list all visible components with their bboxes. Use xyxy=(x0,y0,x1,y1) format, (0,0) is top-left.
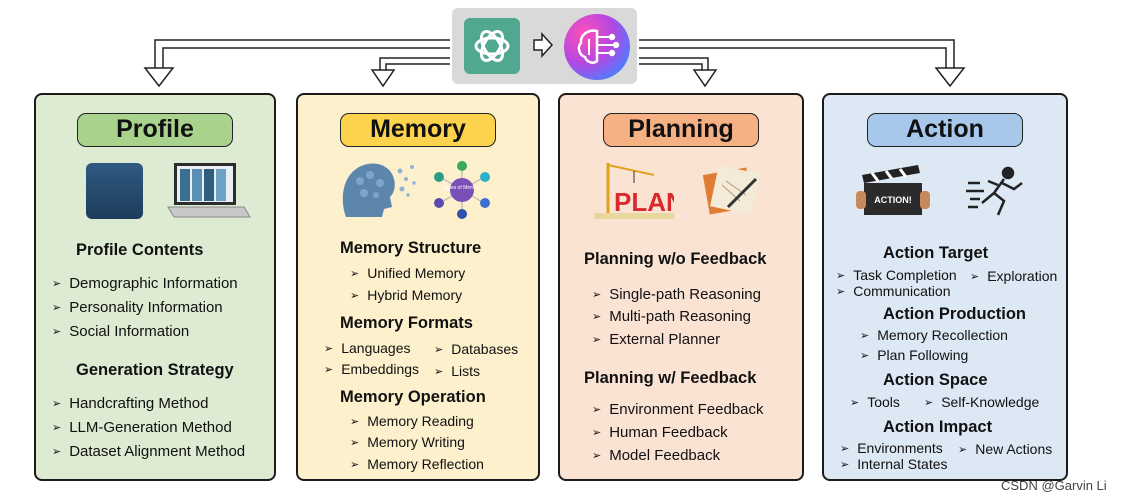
action-impact-title: Action Impact xyxy=(883,418,993,436)
list-item: ➢Human Feedback xyxy=(592,424,728,441)
list-item: ➢Internal States xyxy=(840,456,948,472)
memory-formats-title: Memory Formats xyxy=(340,314,473,332)
list-item: ➢Memory Recollection xyxy=(860,327,1008,343)
bullet-arrow-icon: ➢ xyxy=(52,422,62,434)
bullet-arrow-icon: ➢ xyxy=(592,289,602,301)
list-item: ➢Environment Feedback xyxy=(592,401,764,418)
list-item: ➢Languages xyxy=(324,340,411,356)
bullet-arrow-icon: ➢ xyxy=(350,437,360,449)
bullet-arrow-icon: ➢ xyxy=(592,450,602,462)
bullet-arrow-icon: ➢ xyxy=(850,397,860,409)
list-item: ➢Communication xyxy=(836,283,951,299)
llm-brain-box xyxy=(452,8,637,84)
clapperboard-icon: ACTION! xyxy=(856,165,930,215)
bullet-arrow-icon: ➢ xyxy=(350,290,360,302)
list-item: ➢Dataset Alignment Method xyxy=(52,443,246,460)
list-item: ➢Embeddings xyxy=(324,361,420,377)
laptop-binders-icon xyxy=(167,163,251,218)
list-item: ➢Model Feedback xyxy=(592,447,721,464)
bullet-arrow-icon: ➢ xyxy=(350,416,360,428)
bullet-arrow-icon: ➢ xyxy=(350,459,360,471)
bullet-arrow-icon: ➢ xyxy=(324,364,334,376)
svg-text:ACTION!: ACTION! xyxy=(874,195,912,205)
blue-square-icon xyxy=(86,163,143,219)
list-item: ➢Environments xyxy=(840,440,943,456)
list-item: ➢Memory Reflection xyxy=(350,456,484,472)
bullet-arrow-icon: ➢ xyxy=(324,343,334,355)
bullet-arrow-icon: ➢ xyxy=(840,459,850,471)
openai-logo-icon xyxy=(464,18,520,74)
list-item: ➢Task Completion xyxy=(836,267,957,283)
bullet-arrow-icon: ➢ xyxy=(434,366,444,378)
ai-brain-logo-icon xyxy=(564,14,630,80)
bullet-arrow-icon: ➢ xyxy=(924,397,934,409)
list-item: ➢Memory Writing xyxy=(350,434,465,450)
list-item: ➢Databases xyxy=(434,341,519,357)
watermark: CSDN @Garvin Li xyxy=(1001,478,1107,493)
list-item: ➢Hybrid Memory xyxy=(350,287,463,303)
list-item: ➢Unified Memory xyxy=(350,265,466,281)
action-production-title: Action Production xyxy=(883,305,1026,323)
memory-types-diagram-icon: Types of Memory xyxy=(434,161,490,219)
bullet-arrow-icon: ➢ xyxy=(970,271,980,283)
planning-panel: Planning PLAN Planning w/o Feedback ➢Sin… xyxy=(558,93,804,481)
bullet-arrow-icon: ➢ xyxy=(958,444,968,456)
bullet-arrow-icon: ➢ xyxy=(52,278,62,290)
list-item: ➢LLM-Generation Method xyxy=(52,419,232,436)
crane-plan-icon: PLAN xyxy=(594,163,674,219)
list-item: ➢Multi-path Reasoning xyxy=(592,308,751,325)
generation-strategy-title: Generation Strategy xyxy=(76,361,234,379)
bullet-arrow-icon: ➢ xyxy=(860,330,870,342)
action-space-title: Action Space xyxy=(883,371,988,389)
list-item: ➢New Actions xyxy=(958,441,1053,457)
list-item: ➢Social Information xyxy=(52,323,190,340)
action-target-title: Action Target xyxy=(883,244,989,262)
list-item: ➢Handcrafting Method xyxy=(52,395,209,412)
bullet-arrow-icon: ➢ xyxy=(592,427,602,439)
list-item: ➢Demographic Information xyxy=(52,275,238,292)
bullet-arrow-icon: ➢ xyxy=(52,326,62,338)
running-person-icon xyxy=(966,166,1023,216)
svg-text:PLAN: PLAN xyxy=(614,187,674,217)
memory-structure-title: Memory Structure xyxy=(340,239,482,257)
bullet-arrow-icon: ➢ xyxy=(836,270,846,282)
planning-with-feedback-title: Planning w/ Feedback xyxy=(584,369,757,387)
bullet-arrow-icon: ➢ xyxy=(592,404,602,416)
memory-panel: Memory Types of Memory Memory Structure … xyxy=(296,93,540,481)
list-item: ➢Personality Information xyxy=(52,299,223,316)
list-item: ➢Tools xyxy=(850,394,900,410)
profile-header: Profile xyxy=(77,113,233,147)
profile-panel: Profile Profile Contents ➢Demographic In… xyxy=(34,93,276,481)
bullet-arrow-icon: ➢ xyxy=(52,302,62,314)
planning-header: Planning xyxy=(603,113,759,147)
list-item: ➢Self-Knowledge xyxy=(924,394,1040,410)
list-item: ➢Single-path Reasoning xyxy=(592,286,761,303)
list-item: ➢Memory Reading xyxy=(350,413,474,429)
bullet-arrow-icon: ➢ xyxy=(350,268,360,280)
bullet-arrow-icon: ➢ xyxy=(52,446,62,458)
bullet-arrow-icon: ➢ xyxy=(52,398,62,410)
action-panel: Action ACTION! Action Target ➢Task Compl… xyxy=(822,93,1068,481)
paper-pencil-icon xyxy=(702,165,760,215)
memory-header: Memory xyxy=(340,113,496,147)
bullet-arrow-icon: ➢ xyxy=(592,311,602,323)
list-item: ➢Plan Following xyxy=(860,347,969,363)
bullet-arrow-icon: ➢ xyxy=(434,344,444,356)
head-network-icon xyxy=(342,163,416,217)
bullet-arrow-icon: ➢ xyxy=(840,443,850,455)
planning-without-feedback-title: Planning w/o Feedback xyxy=(584,250,767,268)
arrow-right-icon xyxy=(533,32,554,58)
memory-operation-title: Memory Operation xyxy=(340,388,486,406)
bullet-arrow-icon: ➢ xyxy=(860,350,870,362)
action-header: Action xyxy=(867,113,1023,147)
list-item: ➢External Planner xyxy=(592,331,721,348)
list-item: ➢Lists xyxy=(434,363,481,379)
bullet-arrow-icon: ➢ xyxy=(836,286,846,298)
svg-text:Types of Memory: Types of Memory xyxy=(443,185,482,191)
list-item: ➢Exploration xyxy=(970,268,1058,284)
profile-contents-title: Profile Contents xyxy=(76,241,204,259)
bullet-arrow-icon: ➢ xyxy=(592,334,602,346)
